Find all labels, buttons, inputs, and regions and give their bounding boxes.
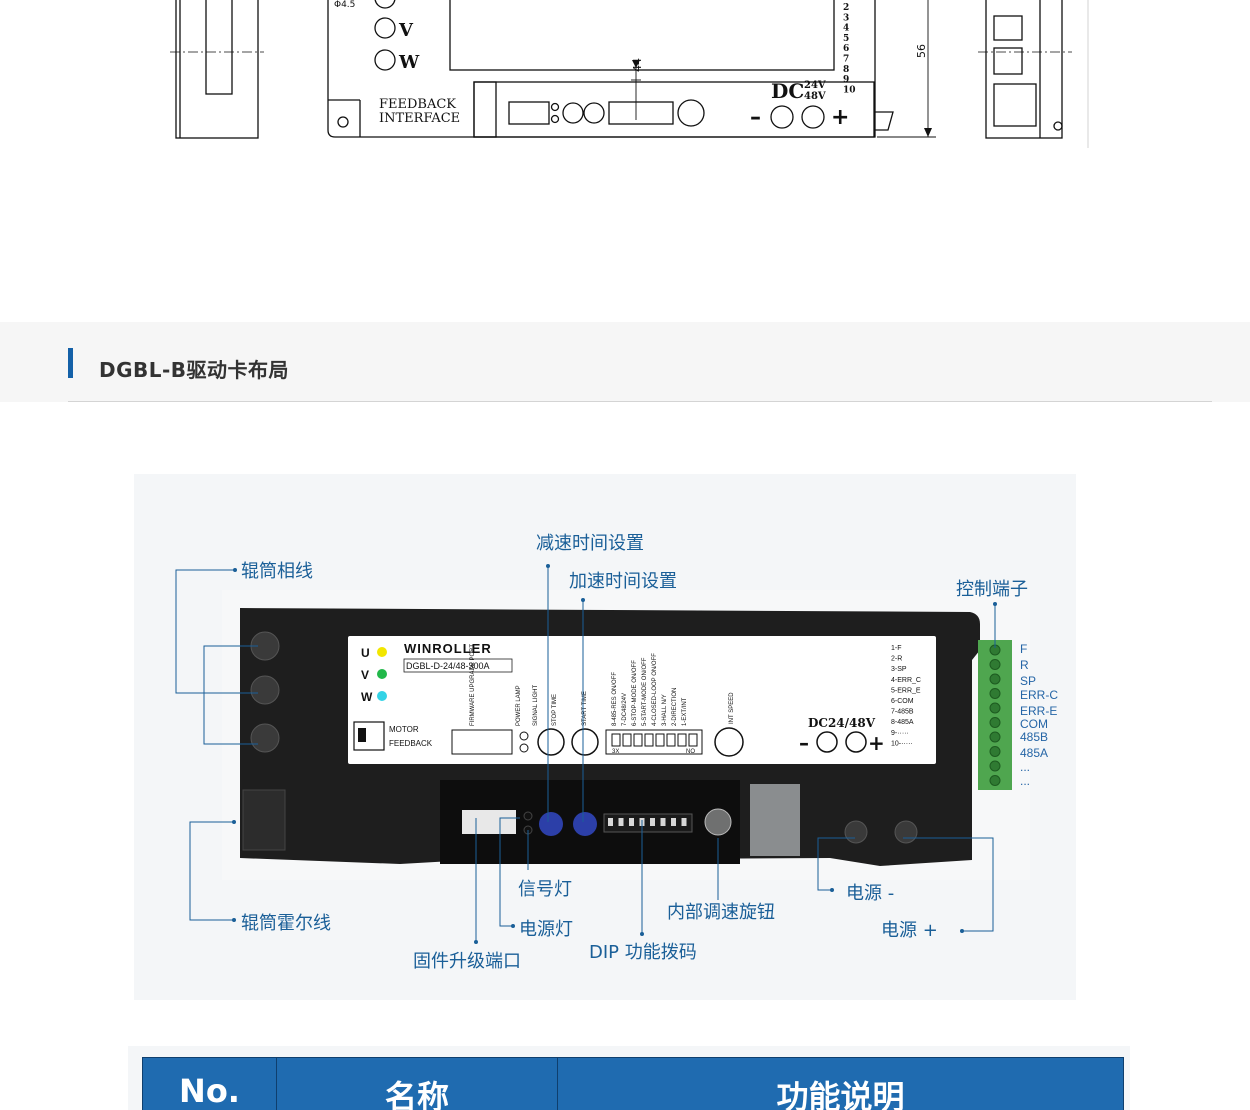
dip-function-text: 6-STOP-MODE ON/OFF bbox=[632, 660, 638, 726]
dip-function-text: 4-CLOSED-LOOP ON/OFF bbox=[652, 653, 658, 726]
board-terminal-item: 9-····· bbox=[891, 730, 909, 737]
motor-label: MOTOR bbox=[389, 725, 419, 734]
dip-function-text: 8-485-RES ON/OFF bbox=[612, 672, 618, 726]
callout-signal-lamp: 信号灯 bbox=[518, 875, 572, 901]
callout-dip-switch: DIP 功能拨码 bbox=[589, 938, 697, 964]
dip-knob bbox=[650, 818, 655, 826]
board-terminal-item: 3-SP bbox=[891, 666, 907, 673]
terminal-label: SP bbox=[1020, 674, 1036, 689]
table-header-row: No. 名称 功能说明 bbox=[143, 1058, 1124, 1110]
callout-power-minus: 电源 - bbox=[846, 879, 894, 905]
terminal-label: F bbox=[1020, 642, 1027, 657]
model-label: DGBL-D-24/48-300A bbox=[406, 661, 490, 671]
signal-light-label: SIGNAL LIGHT bbox=[533, 685, 539, 726]
board-terminal-item: 1-F bbox=[891, 645, 902, 652]
header-name: 名称 bbox=[277, 1058, 558, 1110]
board-terminal-item: 2-R bbox=[891, 656, 902, 663]
power-lamp-label: POWER LAMP bbox=[516, 685, 522, 726]
board-plus-sign: + bbox=[868, 731, 885, 755]
dip-switch-block bbox=[604, 814, 692, 832]
dip-knob bbox=[619, 818, 624, 826]
dc-rating-label: DC24/48V bbox=[808, 716, 876, 730]
board-terminal-item: 5-ERR_E bbox=[891, 687, 921, 694]
int-speed-label: INT SPEED bbox=[729, 692, 735, 724]
led-v bbox=[377, 669, 387, 679]
board-terminal-item: 4-ERR_C bbox=[891, 677, 921, 684]
accel-potentiometer bbox=[573, 812, 597, 836]
speed-knob bbox=[705, 809, 731, 835]
terminal-screw bbox=[990, 718, 1000, 728]
callout-firmware-port: 固件升级端口 bbox=[413, 947, 521, 973]
dip-function-text: 2-DIRECTION bbox=[672, 688, 678, 726]
power-plus-screw bbox=[895, 821, 917, 843]
terminal-label: ... bbox=[1020, 774, 1030, 789]
dip-no-label: NO bbox=[686, 749, 695, 755]
terminal-screw bbox=[990, 689, 1000, 699]
terminal-label: ... bbox=[1020, 760, 1030, 775]
board-minus-sign: – bbox=[799, 731, 809, 755]
dip-knob bbox=[629, 818, 634, 826]
firmware-port-label: FIRMWARE UPGRADE PORT bbox=[470, 644, 476, 726]
header-function: 功能说明 bbox=[558, 1058, 1124, 1110]
led-u-label: U bbox=[361, 646, 370, 660]
terminal-screw bbox=[990, 674, 1000, 684]
callout-control-terminal: 控制端子 bbox=[956, 575, 1028, 601]
stop-time-label: STOP TIME bbox=[552, 694, 558, 726]
terminal-screw bbox=[990, 703, 1000, 713]
led-u bbox=[377, 647, 387, 657]
phase-v-screw bbox=[251, 676, 279, 704]
phase-w-screw bbox=[251, 724, 279, 752]
callout-roller-hall: 辊筒霍尔线 bbox=[241, 909, 331, 935]
dip-knob bbox=[608, 818, 613, 826]
terminal-label: R bbox=[1020, 658, 1029, 673]
terminal-screw bbox=[990, 732, 1000, 742]
led-v-label: V bbox=[361, 668, 369, 682]
led-w bbox=[377, 691, 387, 701]
terminal-screw bbox=[990, 761, 1000, 771]
firmware-port-connector bbox=[462, 810, 516, 834]
dip-function-text: 5-START-MODE ON/OFF bbox=[642, 657, 648, 726]
decel-potentiometer bbox=[539, 812, 563, 836]
board-terminal-item: 6-COM bbox=[891, 698, 914, 705]
terminal-screw bbox=[990, 776, 1000, 786]
terminal-label: 485A bbox=[1020, 746, 1048, 761]
led-w-label: W bbox=[361, 690, 373, 704]
board-terminal-item: 8-485A bbox=[891, 719, 914, 726]
callout-decel-time: 减速时间设置 bbox=[536, 529, 644, 555]
callout-roller-phase: 辊筒相线 bbox=[241, 557, 313, 583]
board-terminal-item: 7-485B bbox=[891, 709, 914, 716]
callout-power-plus: 电源 + bbox=[881, 916, 938, 942]
header-no: No. bbox=[143, 1058, 277, 1110]
dip-knob bbox=[661, 818, 666, 826]
dip-function-text: 1-EXT/INT bbox=[682, 697, 688, 726]
brand-label: WINROLLER bbox=[404, 641, 492, 656]
dip-function-text: 7-DC48/24V bbox=[622, 693, 628, 726]
feedback-label: FEEDBACK bbox=[389, 739, 433, 748]
dip-knob bbox=[682, 818, 687, 826]
callout-power-lamp: 电源灯 bbox=[519, 915, 573, 941]
terminal-screw bbox=[990, 660, 1000, 670]
callout-speed-knob: 内部调速旋钮 bbox=[667, 898, 775, 924]
callout-accel-time: 加速时间设置 bbox=[569, 567, 677, 593]
dip-knob bbox=[671, 818, 676, 826]
board-terminal-item: 10-····· bbox=[891, 740, 913, 747]
power-minus-screw bbox=[845, 821, 867, 843]
terminal-label: 485B bbox=[1020, 730, 1048, 745]
terminal-label: ERR-C bbox=[1020, 688, 1058, 703]
dip-3x-label: 3X bbox=[612, 749, 619, 755]
dip-function-text: 3-HALL N/Y bbox=[662, 694, 668, 726]
function-table: No. 名称 功能说明 bbox=[142, 1057, 1124, 1110]
terminal-screw bbox=[990, 747, 1000, 757]
